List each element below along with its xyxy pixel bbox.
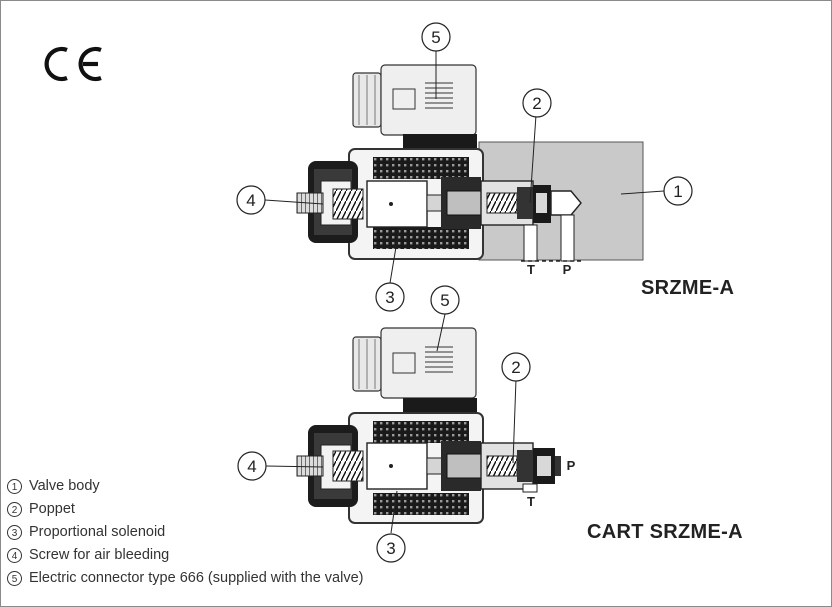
legend-number: 3 (7, 525, 22, 540)
callout-label: 4 (247, 457, 256, 476)
bleed-screw-bottom (296, 455, 324, 477)
legend-number: 5 (7, 571, 22, 586)
legend-text: Electric connector type 666 (supplied wi… (29, 570, 364, 586)
legend: 1 Valve body 2 Poppet 3 Proportional sol… (7, 475, 363, 590)
callout-circle (236, 185, 266, 215)
legend-text: Poppet (29, 501, 75, 517)
callout-leaders (264, 47, 665, 534)
callout-label: 3 (386, 539, 395, 558)
callout-label: 5 (440, 291, 449, 310)
callout-label: 1 (673, 182, 682, 201)
ce-mark-logo (44, 46, 102, 82)
connector-housing-top (380, 64, 477, 136)
callout-circle (375, 282, 405, 312)
legend-item: 1 Valve body (7, 475, 363, 498)
legend-number: 2 (7, 502, 22, 517)
legend-text: Screw for air bleeding (29, 547, 170, 563)
callout-circle (376, 533, 406, 563)
legend-number: 1 (7, 479, 22, 494)
callout-circle (237, 451, 267, 481)
legend-text: Valve body (29, 478, 100, 494)
port-label-t: T (527, 262, 535, 277)
view-title-cart-srzme-a: CART SRZME-A (587, 521, 743, 543)
connector-base-top (403, 134, 477, 150)
callout-circle (522, 88, 552, 118)
cartridge-nose (555, 456, 561, 476)
spring-bottom (332, 450, 364, 482)
plunger-top (366, 180, 428, 228)
callout-circle (421, 22, 451, 52)
callout-label: 2 (511, 358, 520, 377)
port-label-p: P (567, 458, 576, 473)
view-title-srzme-a: SRZME-A (641, 277, 735, 299)
legend-item: 2 Poppet (7, 498, 363, 521)
legend-text: Proportional solenoid (29, 524, 166, 540)
callout-circle (430, 285, 460, 315)
callout-label: 2 (532, 94, 541, 113)
srzme-a-drawing (296, 64, 644, 262)
connector-base-bottom (403, 398, 477, 414)
port-p-channel (560, 214, 575, 262)
port-label-p: P (563, 262, 572, 277)
spring-top (332, 188, 364, 220)
callout-circle (663, 176, 693, 206)
port-t-hole-bottom (522, 483, 538, 493)
cart-srzme-a-drawing (296, 327, 561, 524)
callout-label: 3 (385, 288, 394, 307)
legend-item: 5 Electric connector type 666 (supplied … (7, 567, 363, 590)
callout-label: 4 (246, 191, 255, 210)
connector-housing-bottom (380, 327, 477, 399)
callout-circle (501, 352, 531, 382)
legend-number: 4 (7, 548, 22, 563)
poppet-tip-top (550, 190, 582, 216)
callout-label: 5 (431, 28, 440, 47)
legend-item: 3 Proportional solenoid (7, 521, 363, 544)
plunger-bottom (366, 442, 428, 490)
callouts: 5 2 4 1 3 5 2 4 3 (236, 22, 693, 563)
port-label-t: T (527, 494, 535, 509)
legend-item: 4 Screw for air bleeding (7, 544, 363, 567)
port-t-channel (523, 224, 538, 262)
